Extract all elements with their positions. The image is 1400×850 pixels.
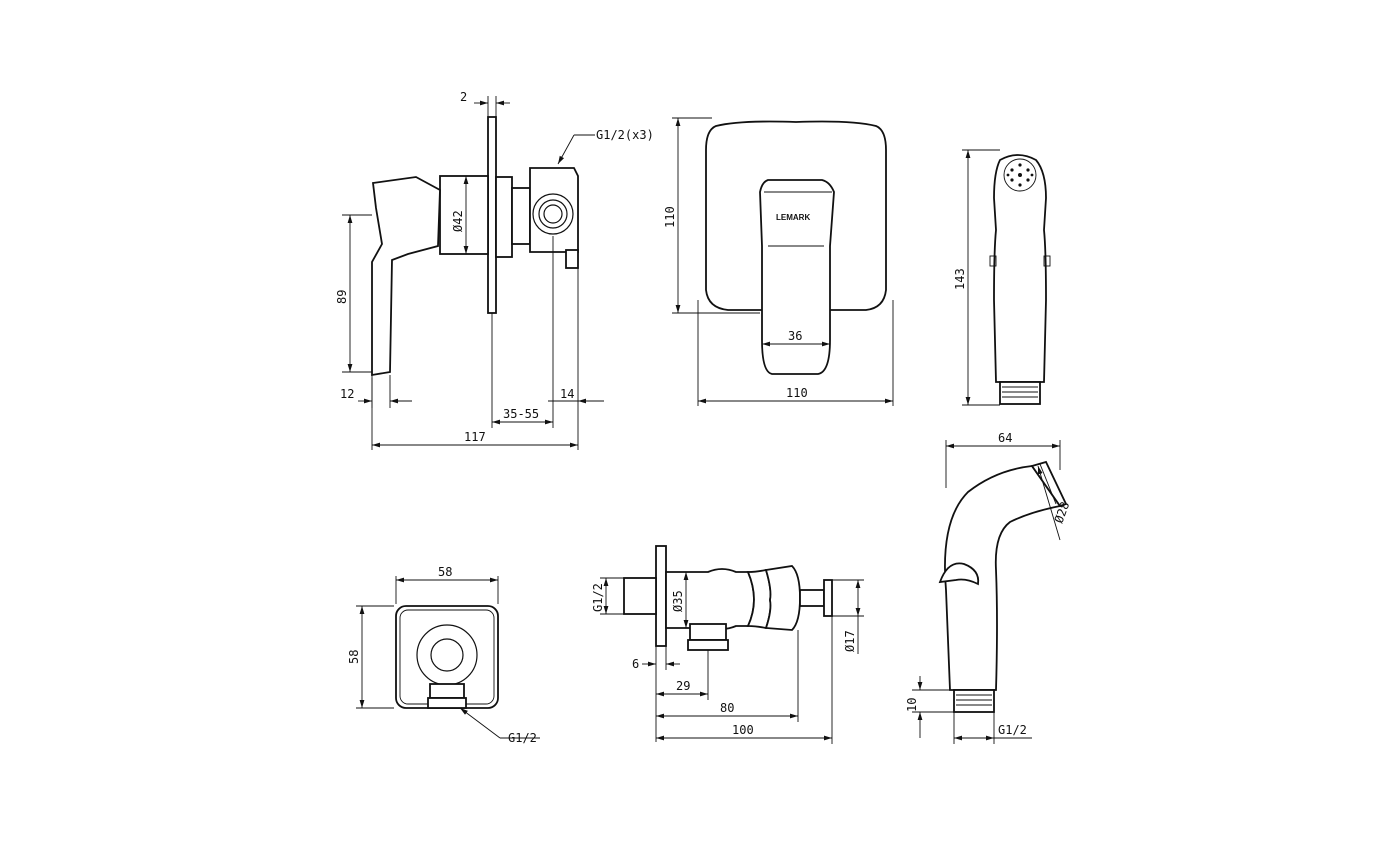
wall-outlet-view: 58 58 G1/2	[347, 565, 540, 745]
dim-lever-height: 89	[335, 290, 349, 304]
side-thread-lines	[956, 694, 992, 706]
dim-lever-width: 36	[788, 329, 802, 343]
dim-lever-offset: 12	[340, 387, 354, 401]
connector-port-outer	[532, 193, 574, 235]
thread-lines	[1002, 386, 1038, 398]
hand-shower-side-view: 64 Ø28 10 G1/2	[905, 431, 1072, 744]
mixer-housing	[495, 176, 513, 258]
dim-knob-diameter: Ø17	[843, 630, 857, 652]
connector-port-mid	[538, 199, 568, 229]
side-thread-connector	[953, 689, 995, 713]
brand-logo: LEMARK	[776, 213, 810, 222]
dim-handle-length: 80	[720, 701, 734, 715]
mixer-lever	[371, 176, 441, 377]
dim-thread: G1/2(x3)	[596, 128, 654, 142]
dim-valve-flange: 6	[632, 657, 639, 671]
side-button	[989, 255, 997, 267]
shower-body-top	[993, 154, 1047, 383]
valve-outlet	[689, 623, 727, 641]
dim-side-thread: G1/2	[998, 723, 1027, 737]
dim-line	[1037, 465, 1061, 541]
mixer-front-view: LEMARK 110 110 36	[663, 117, 894, 406]
dim-valve-thread: G1/2	[591, 583, 605, 612]
outlet-nipple-end	[427, 697, 467, 709]
angle-valve-view: G1/2 Ø35 Ø17 6 29 80 100	[591, 545, 864, 744]
shower-head-edge	[1039, 463, 1057, 505]
thread-connector	[999, 381, 1041, 405]
mixer-connector	[529, 167, 579, 253]
outlet-hole	[430, 638, 464, 672]
mixer-neck	[511, 187, 531, 245]
valve-outlet-end	[687, 639, 729, 651]
shower-trigger	[938, 562, 980, 586]
dim-wall-depth: 35-55	[503, 407, 539, 421]
leader-line	[459, 707, 501, 739]
leader-line	[557, 134, 575, 165]
dim-outlet-height: 58	[347, 650, 361, 664]
dim-diameter: Ø42	[451, 210, 465, 232]
dim-overall-depth: 117	[464, 430, 486, 444]
dim-valve-length: 100	[732, 723, 754, 737]
dim-front-height: 110	[663, 206, 677, 228]
dim-head-diameter: Ø28	[1052, 500, 1073, 525]
dim-pipe-offset: 14	[560, 387, 574, 401]
hand-shower-top-view: 143	[953, 149, 1051, 406]
outlet-nipple	[429, 683, 465, 699]
front-lever	[759, 179, 835, 375]
nozzle-holes	[1006, 163, 1034, 187]
mixer-side-view: 2 G1/2(x3) Ø42 89 12 35-55 14 117	[335, 90, 654, 450]
valve-inlet	[623, 577, 657, 615]
wall-flange	[487, 116, 497, 314]
dim-outlet-thread: G1/2	[508, 731, 537, 745]
shower-body-side	[944, 465, 1062, 691]
dim-side-width: 64	[998, 431, 1012, 445]
dim-outlet-width: 58	[438, 565, 452, 579]
dim-front-width: 110	[786, 386, 808, 400]
valve-flange	[655, 545, 667, 647]
valve-handle	[764, 565, 801, 631]
mixer-connector-foot	[565, 249, 579, 269]
dim-valve-diameter: Ø35	[671, 590, 685, 612]
dim-shower-length: 143	[953, 268, 967, 290]
valve-stem	[799, 589, 825, 607]
dim-flange-thickness: 2	[460, 90, 467, 104]
side-button	[1043, 255, 1051, 267]
shower-head-face	[1003, 158, 1037, 192]
connector-port-inner	[543, 204, 563, 224]
dim-thread-height: 10	[905, 698, 919, 712]
dim-outlet-offset: 29	[676, 679, 690, 693]
valve-knob	[823, 579, 833, 617]
